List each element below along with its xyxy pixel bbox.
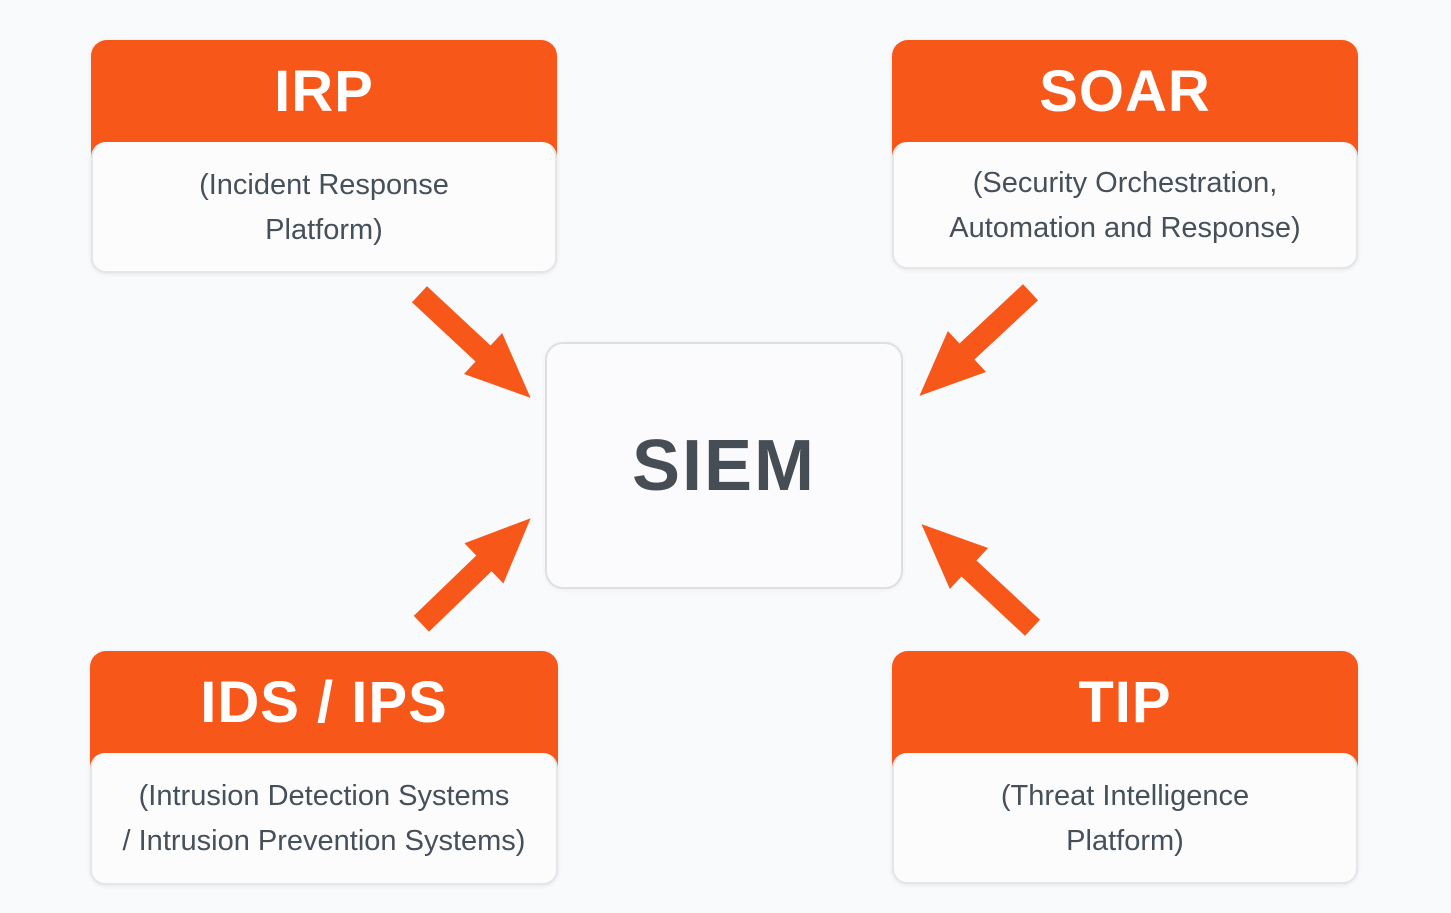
node-tip-abbr-label: TIP [1078,669,1172,735]
node-irp-header: IRP [91,40,557,142]
center-node-siem: SIEM [545,342,903,589]
arrow-soar-to-siem-icon [898,269,1053,419]
node-tip-body: (Threat Intelligence Platform) [892,753,1358,884]
node-tip: TIP (Threat Intelligence Platform) [892,651,1358,884]
node-soar: SOAR (Security Orchestration, Automation… [892,40,1358,269]
node-soar-body: (Security Orchestration, Automation and … [892,142,1358,269]
node-ids-ips-body: (Intrusion Detection Systems / Intrusion… [90,753,558,885]
node-ids-ips: IDS / IPS (Intrusion Detection Systems /… [90,651,558,885]
arrow-tip-to-siem-icon [900,501,1055,651]
node-ids-ips-full-label: (Intrusion Detection Systems / Intrusion… [122,780,526,857]
node-irp-full-label: (Incident Response Platform) [199,168,449,246]
node-irp-abbr-label: IRP [274,58,374,124]
arrow-irp-to-siem-icon [398,271,553,421]
siem-label: SIEM [631,425,817,506]
node-ids-ips-header: IDS / IPS [90,651,558,753]
node-irp: IRP (Incident Response Platform) [91,40,557,273]
node-soar-header: SOAR [892,40,1358,142]
node-irp-body: (Incident Response Platform) [91,142,557,273]
node-tip-header: TIP [892,651,1358,753]
arrow-ids-ips-to-siem-icon [399,495,553,647]
node-ids-ips-abbr-label: IDS / IPS [200,669,448,735]
node-soar-abbr-label: SOAR [1039,58,1211,124]
node-soar-full-label: (Security Orchestration, Automation and … [949,166,1301,244]
node-tip-full-label: (Threat Intelligence Platform) [1000,779,1250,857]
